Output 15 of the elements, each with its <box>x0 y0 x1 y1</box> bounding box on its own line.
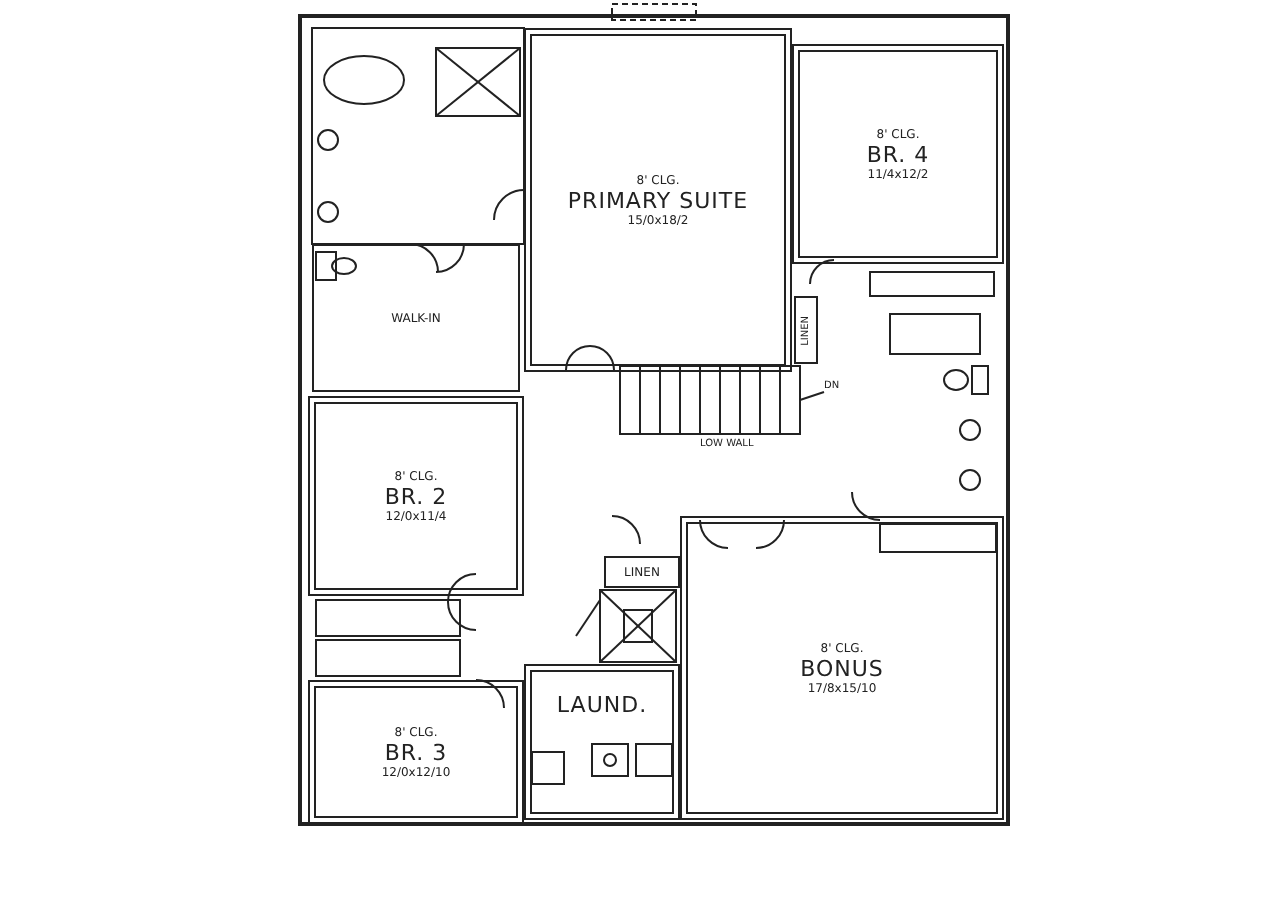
room-outline <box>680 516 1004 820</box>
room-outline <box>792 44 1004 264</box>
room-outline <box>308 396 524 596</box>
room-name: BR. 4 <box>866 141 930 167</box>
room-name: BONUS <box>800 655 884 681</box>
room-name: LAUND. <box>556 692 648 718</box>
room-name: BR. 3 <box>384 739 448 765</box>
closet-outline <box>312 244 520 392</box>
room-outline <box>308 680 524 824</box>
room-outline <box>524 664 680 820</box>
room-name: PRIMARY SUITE <box>567 187 749 213</box>
closet-outline <box>794 296 818 364</box>
room-name: BR. 2 <box>384 483 448 509</box>
room-outline <box>524 28 792 372</box>
closet-outline <box>604 556 680 588</box>
